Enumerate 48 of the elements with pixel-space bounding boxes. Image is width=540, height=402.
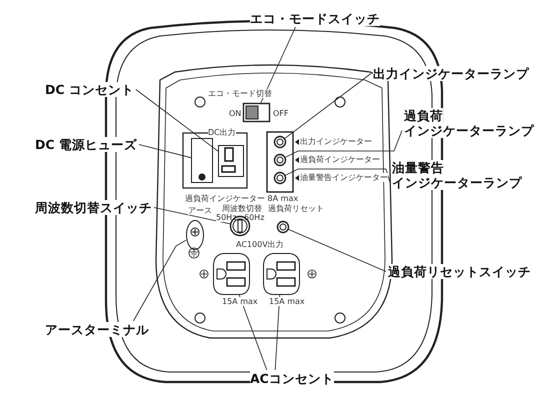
callout-label: 油量警告 [392,160,444,175]
callout-label: インジケーターランプ [392,175,522,190]
panel-label: OFF [273,109,288,118]
rocker-switch [243,103,270,122]
panel-label: 過負荷インジケーター 8A max [185,194,298,203]
callout-label: DC コンセント [45,82,134,97]
ac-outlet [263,253,299,295]
indicator-lamp [274,154,286,166]
panel-label: エコ・モード切替 [208,89,272,98]
callout-label: DC 電源ヒューズ [35,137,137,152]
callout-label: インジケーターランプ [404,123,534,138]
callout-label: 過負荷リセットスイッチ [388,264,531,279]
reset-button [277,221,289,233]
leader-line [260,26,296,104]
panel-label: 15A max [222,297,258,306]
dc-outlet [218,145,244,177]
callout-label: アースターミナル [45,322,149,337]
indicator-lamp [274,172,286,184]
leader-line [154,207,231,224]
leader-line [136,89,218,152]
callout-label: ACコンセント [250,371,334,386]
panel-label: 周波数切替 [222,204,262,213]
panel-label: 15A max [269,297,305,306]
callout-label: 周波数切替スイッチ [35,200,152,215]
panel-label: AC100V出力 [236,240,284,249]
ground-terminal [186,220,204,250]
indicator-lamp [274,136,286,148]
ac-outlet [213,253,250,295]
callout-label: 過負荷 [404,108,443,123]
panel-label: ON [229,109,242,118]
callout-label: 出力インジケーターランプ [373,66,529,81]
panel-label: アース [188,206,212,215]
panel-label: 60Hz [244,213,264,222]
panel-label: DC出力 [208,128,236,137]
leader-line [238,294,268,370]
panel-label: 油量警告インジケーター [300,173,388,182]
leader-line [288,229,386,272]
panel-label: 出力インジケーター [300,137,372,146]
leader-line [133,240,186,322]
panel-label: 過負荷リセット [268,204,324,213]
leader-line [138,144,192,158]
leader-line [284,73,372,139]
leader-line [285,130,402,158]
leader-line [285,168,390,183]
panel-label: 過負荷インジケーター [300,155,380,164]
fuse [191,138,213,183]
callout-label: エコ・モードスイッチ [250,11,380,26]
leader-line [274,294,280,370]
